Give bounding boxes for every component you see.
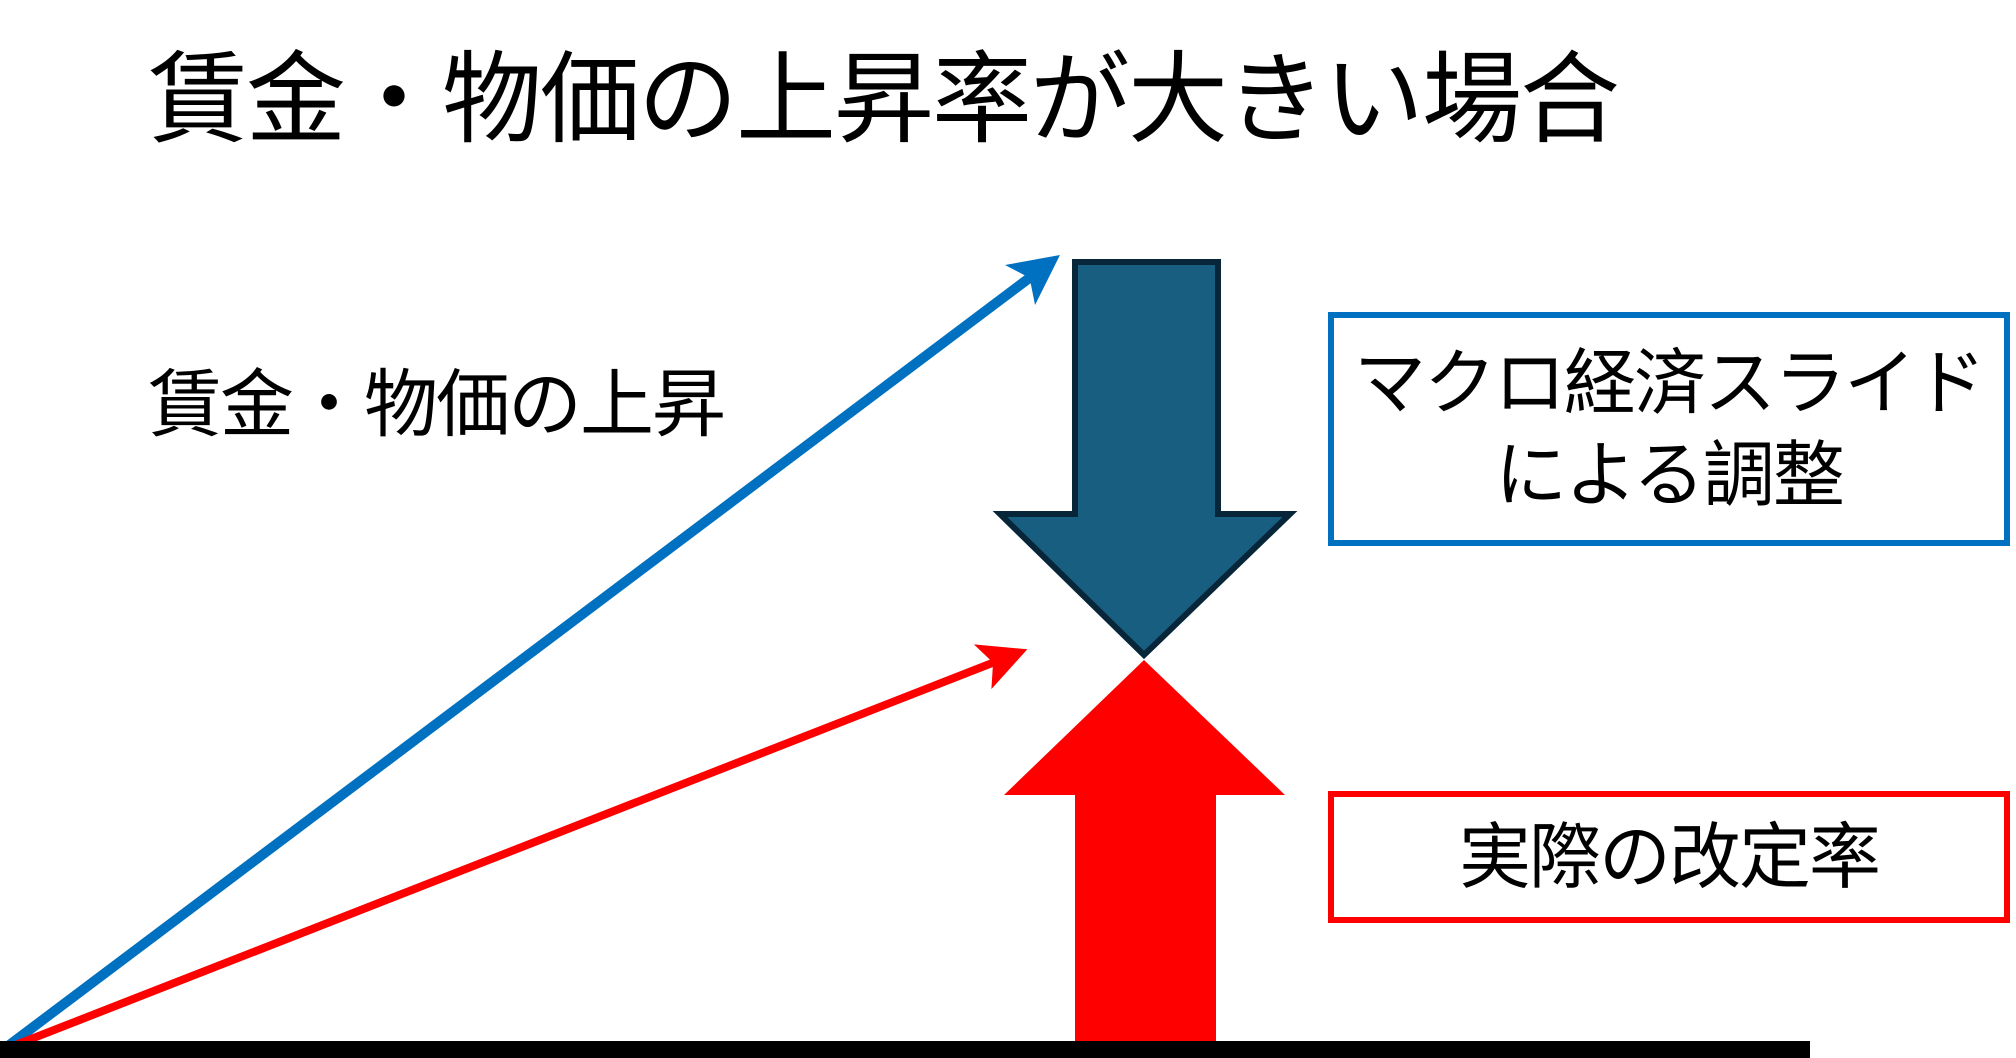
slide-box-line2: による調整 [1495, 433, 1845, 517]
actual-revision-arrow [6, 644, 1028, 1052]
actual-revision-rate-box: 実際の改定率 [1328, 791, 2010, 923]
macro-slide-down-arrow [992, 259, 1298, 660]
baseline [0, 1041, 1810, 1058]
slide-box-line1: マクロ経済スライド [1353, 341, 1986, 425]
actual-box-label: 実際の改定率 [1458, 815, 1881, 899]
macro-economic-slide-box: マクロ経済スライド による調整 [1328, 312, 2010, 546]
wage-price-rise-label: 賃金・物価の上昇 [148, 362, 726, 448]
wage-price-rise-arrow [4, 254, 1060, 1050]
page-title: 賃金・物価の上昇率が大きい場合 [148, 41, 1620, 158]
actual-rate-up-arrow [1004, 660, 1285, 1042]
